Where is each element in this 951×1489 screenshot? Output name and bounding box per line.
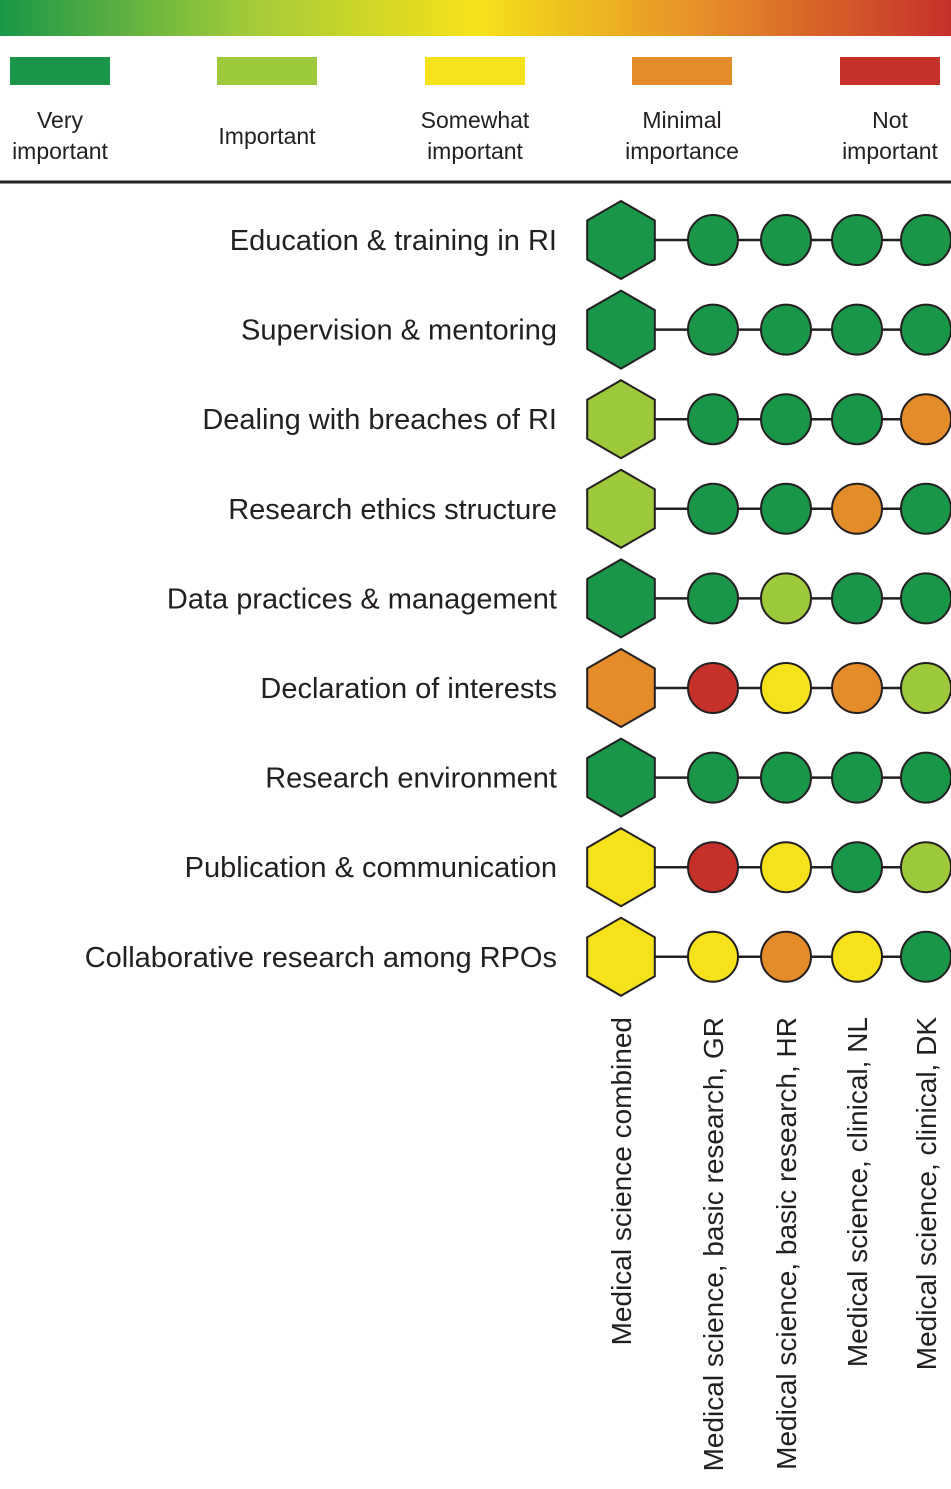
legend-label-minimal: Minimal [642,107,721,133]
combined-hexagon-marker [586,379,656,460]
rating-circle-marker [760,393,812,446]
rating-circle-marker [760,482,812,535]
rating-circle-marker [687,751,739,804]
row-label: Dealing with breaches of RI [202,404,557,436]
rating-circle-marker [687,841,739,894]
rating-circle-marker [831,930,883,983]
rating-circle-marker [900,572,951,625]
combined-hexagon-marker [586,558,656,639]
row-label: Data practices & management [167,583,557,615]
rating-circle-marker [900,393,951,446]
rating-circle-marker [831,751,883,804]
legend-swatch-very [10,57,110,85]
column-label: Medical science, basic research, GR [698,1017,729,1471]
rating-circle-marker [831,303,883,356]
chart-row: Supervision & mentoring [241,289,951,370]
rating-circle-marker [900,303,951,356]
rating-circle-marker [687,930,739,983]
legend-label-very: important [12,138,108,164]
rating-circle-marker [760,572,812,625]
row-label: Publication & communication [185,852,557,884]
rating-circle-marker [687,572,739,625]
rating-circle-marker [831,662,883,714]
rating-circle-marker [760,841,812,894]
rating-circle-marker [760,930,812,983]
legend-label-not: important [842,138,938,164]
chart-row: Collaborative research among RPOs [85,916,951,997]
legend-label-important: Important [218,123,316,149]
chart-row: Dealing with breaches of RI [202,379,951,460]
legend-swatch-important [217,57,317,85]
column-label: Medical science, clinical, NL [842,1017,873,1367]
chart-row: Research ethics structure [228,468,951,549]
legend-label-somewhat: important [427,138,523,164]
chart-row: Declaration of interests [260,647,951,729]
gradient-bar [0,0,951,36]
rating-circle-marker [831,572,883,625]
legend-label-not: Not [872,107,908,133]
legend-swatch-not [840,57,940,85]
row-label: Collaborative research among RPOs [85,942,557,974]
column-labels: Medical science combined Medical science,… [606,1017,942,1472]
rating-circle-marker [831,482,883,535]
rating-circle-marker [831,393,883,446]
rating-circle-marker [900,662,951,714]
chart-row: Education & training in RI [230,199,951,281]
chart-row: Data practices & management [167,558,951,639]
chart-row: Publication & communication [185,827,951,908]
combined-hexagon-marker [586,916,656,997]
rating-circle-marker [687,393,739,446]
rating-circle-marker [900,751,951,804]
rating-circle-marker [831,841,883,894]
rating-circle-marker [687,303,739,356]
rating-circle-marker [760,303,812,356]
legend: Very important Important Somewhat important M… [10,57,940,164]
column-label: Medical science, clinical, DK [911,1017,942,1371]
rating-circle-marker [687,482,739,535]
column-label: Medical science, basic research, HR [771,1017,802,1470]
rating-circle-marker [900,482,951,535]
rating-circle-marker [687,662,739,714]
legend-swatch-minimal [632,57,732,85]
legend-label-minimal: importance [625,138,739,164]
row-label: Supervision & mentoring [241,315,557,347]
rating-circle-marker [687,214,739,266]
rating-circle-marker [900,930,951,983]
legend-swatch-somewhat [425,57,525,85]
chart-row: Research environment [265,737,951,818]
rating-circle-marker [760,662,812,714]
rating-circle-marker [760,214,812,266]
combined-hexagon-marker [586,647,656,729]
column-label: Medical science combined [606,1017,637,1345]
combined-hexagon-marker [586,737,656,818]
chart-rows: Education & training in RI Supervision & … [85,199,951,997]
rating-circle-marker [900,214,951,266]
row-label: Education & training in RI [230,225,557,257]
rating-circle-marker [831,214,883,266]
combined-hexagon-marker [586,468,656,549]
rating-circle-marker [900,841,951,894]
combined-hexagon-marker [586,827,656,908]
legend-label-very: Very [37,107,84,133]
combined-hexagon-marker [586,199,656,281]
legend-label-somewhat: Somewhat [421,107,530,133]
row-label: Research environment [265,763,557,795]
row-label: Research ethics structure [228,494,557,526]
combined-hexagon-marker [586,289,656,370]
rating-circle-marker [760,751,812,804]
row-label: Declaration of interests [260,673,557,705]
